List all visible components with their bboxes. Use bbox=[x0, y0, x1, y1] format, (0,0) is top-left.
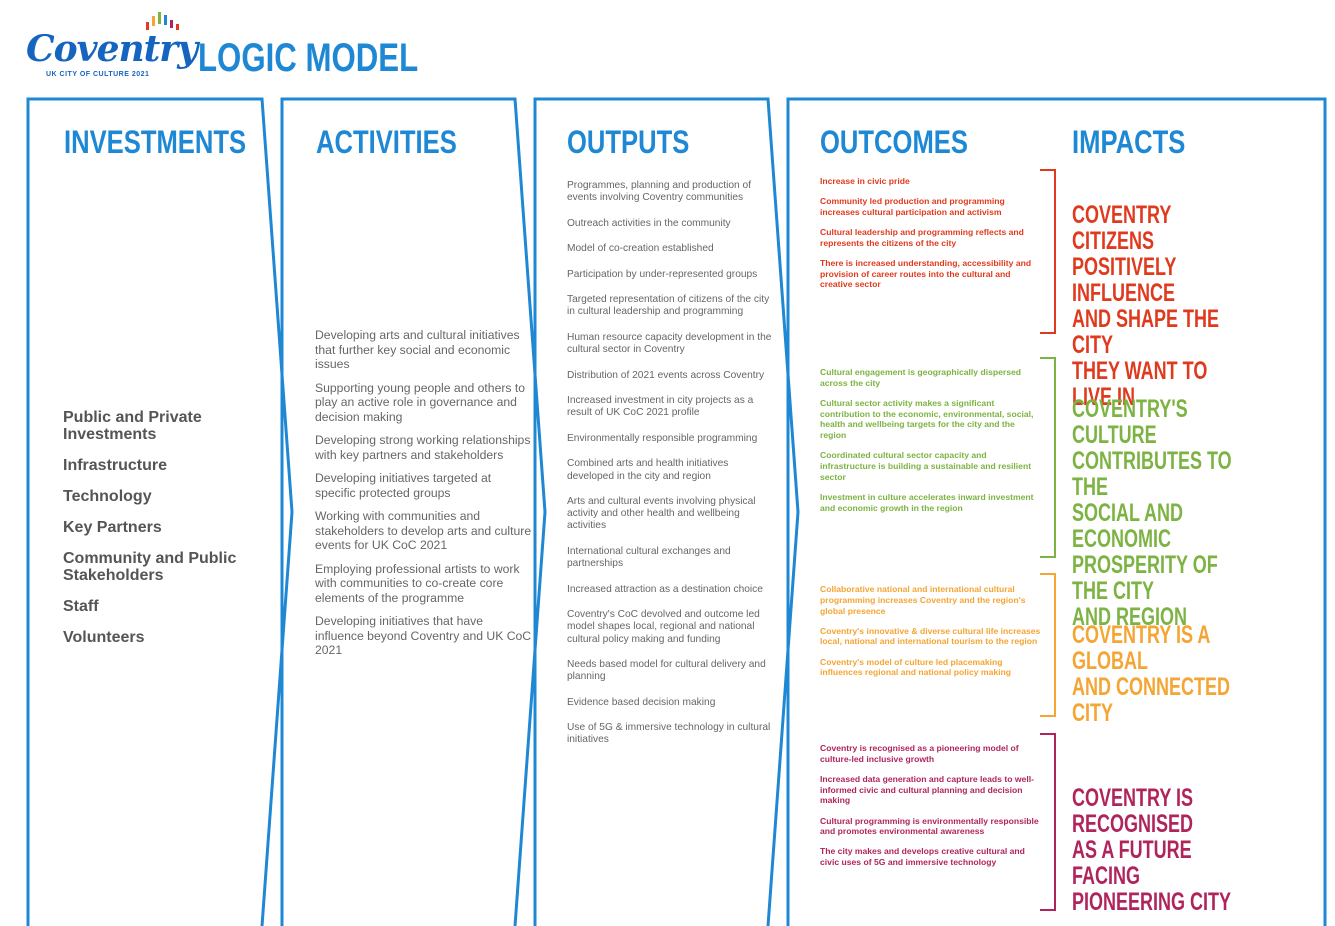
list-item: Employing professional artists to work w… bbox=[315, 561, 520, 605]
list-item: Cultural engagement is geographically di… bbox=[820, 367, 1022, 388]
outcomes-title: OUTCOMES bbox=[820, 124, 968, 160]
bracket-orange bbox=[1040, 573, 1056, 717]
bracket-purple bbox=[1040, 733, 1056, 911]
list-item: Key Partners bbox=[63, 519, 162, 536]
list-item: Working with communities and stakeholder… bbox=[315, 509, 532, 552]
list-item: Targeted representation of citizens of t… bbox=[567, 294, 770, 318]
activities-list: Developing arts and cultural initiatives… bbox=[315, 328, 533, 667]
list-item: Needs based model for cultural delivery … bbox=[567, 659, 766, 683]
outputs-list: Programmes, planning and production of e… bbox=[567, 180, 772, 760]
list-item: Participation by under-represented group… bbox=[567, 268, 758, 280]
impact-pioneering-city: COVENTRY IS RECOGNISED AS A FUTURE FACIN… bbox=[1072, 784, 1232, 916]
list-item: Cultural sector activity makes a signifi… bbox=[820, 397, 1034, 441]
list-item: Infrastructure bbox=[63, 457, 168, 474]
list-item: Developing initiatives targeted at speci… bbox=[315, 471, 492, 500]
list-item: Investment in culture accelerates inward… bbox=[820, 492, 1034, 513]
outcomes-group-green: Cultural engagement is geographically di… bbox=[820, 367, 1042, 523]
list-item: Distribution of 2021 events across Coven… bbox=[567, 369, 765, 381]
list-item: Coventry's innovative & diverse cultural… bbox=[820, 625, 1041, 647]
list-item: Public and Private Investments bbox=[63, 409, 202, 443]
list-item: Model of co-creation established bbox=[567, 243, 714, 255]
outcomes-group-orange: Collaborative national and international… bbox=[820, 584, 1042, 687]
outputs-title: OUTPUTS bbox=[567, 124, 690, 160]
logo-subtitle: UK CITY OF CULTURE 2021 bbox=[46, 71, 150, 78]
list-item: Supporting young people and others to pl… bbox=[315, 380, 526, 424]
list-item: Developing strong working relationships … bbox=[315, 433, 531, 462]
list-item: International cultural exchanges and par… bbox=[567, 545, 731, 570]
list-item: Staff bbox=[63, 598, 99, 615]
activities-title: ACTIVITIES bbox=[316, 124, 457, 160]
list-item: Developing initiatives that have influen… bbox=[315, 614, 532, 657]
list-item: Coventry is recognised as a pioneering m… bbox=[820, 743, 1019, 764]
investments-title: INVESTMENTS bbox=[64, 124, 247, 160]
list-item: Evidence based decision making bbox=[567, 696, 716, 708]
list-item: Combined arts and health initiatives dev… bbox=[567, 458, 729, 482]
list-item: Use of 5G & immersive technology in cult… bbox=[567, 722, 771, 746]
outcomes-group-red: Increase in civic pride Community led pr… bbox=[820, 176, 1042, 300]
list-item: Environmentally responsible programming bbox=[567, 432, 758, 444]
impact-culture-prosperity: COVENTRY'S CULTURE CONTRIBUTES TO THE SO… bbox=[1072, 395, 1232, 631]
list-item: Cultural programming is environmentally … bbox=[820, 815, 1039, 837]
list-item: The city makes and develops creative cul… bbox=[820, 846, 1025, 868]
bracket-red bbox=[1040, 169, 1056, 334]
logo-wordmark: Coventry bbox=[26, 28, 198, 70]
list-item: Programmes, planning and production of e… bbox=[567, 180, 752, 204]
impact-citizens: COVENTRY CITIZENS POSITIVELY INFLUENCE A… bbox=[1072, 201, 1220, 411]
list-item: Coordinated cultural sector capacity and… bbox=[820, 450, 1032, 482]
list-item: Coventry's CoC devolved and outcome led … bbox=[567, 609, 760, 645]
list-item: Collaborative national and international… bbox=[820, 584, 1026, 616]
list-item: Coventry's model of culture led placemak… bbox=[820, 656, 1012, 678]
list-item: Human resource capacity development in t… bbox=[567, 331, 772, 356]
list-item: Increased attraction as a destination ch… bbox=[567, 583, 763, 595]
list-item: Community led production and programming… bbox=[820, 196, 1005, 217]
bracket-green bbox=[1040, 357, 1056, 558]
outcomes-impacts-frame bbox=[786, 97, 1327, 926]
list-item: Community and Public Stakeholders bbox=[63, 550, 237, 584]
outcomes-group-purple: Coventry is recognised as a pioneering m… bbox=[820, 743, 1042, 877]
page-title: LOGIC MODEL bbox=[198, 36, 419, 80]
list-item: Developing arts and cultural initiatives… bbox=[315, 328, 520, 371]
list-item: Cultural leadership and programming refl… bbox=[820, 226, 1024, 248]
list-item: Increased data generation and capture le… bbox=[820, 773, 1034, 806]
list-item: Arts and cultural events involving physi… bbox=[567, 496, 756, 532]
investments-list: Public and Private Investments Infrastru… bbox=[63, 409, 263, 660]
list-item: Volunteers bbox=[63, 629, 145, 646]
logo-burst-icon bbox=[146, 12, 179, 30]
list-item: Increase in civic pride bbox=[820, 176, 910, 186]
impact-global-city: COVENTRY IS A GLOBAL AND CONNECTED CITY bbox=[1072, 621, 1231, 727]
list-item: Outreach activities in the community bbox=[567, 217, 731, 229]
impacts-title: IMPACTS bbox=[1072, 124, 1186, 160]
list-item: Technology bbox=[63, 488, 152, 505]
list-item: There is increased understanding, access… bbox=[820, 257, 1032, 290]
list-item: Increased investment in city projects as… bbox=[567, 395, 754, 419]
